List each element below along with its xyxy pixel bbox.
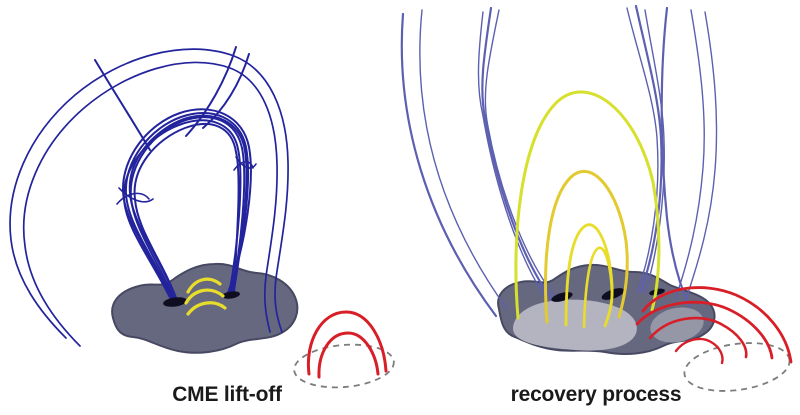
right-panel-group <box>400 4 793 392</box>
field-line <box>133 123 240 304</box>
post-eruption-loops <box>514 90 661 329</box>
field-line <box>121 108 252 302</box>
field-line <box>484 9 558 299</box>
field-line <box>684 11 718 303</box>
field-line <box>128 114 248 302</box>
yellow-loop <box>582 246 614 329</box>
active-region-left <box>111 262 299 354</box>
field-line <box>481 6 554 301</box>
field-line <box>129 116 246 304</box>
arcade-loop <box>186 301 227 316</box>
field-line <box>674 9 705 301</box>
field-line <box>477 11 549 302</box>
field-line <box>122 119 242 305</box>
yellow-loop <box>514 90 661 320</box>
arcade-loop <box>184 288 225 305</box>
field-line <box>9 48 289 339</box>
arcade-loop <box>186 277 222 294</box>
envelope-field-lines <box>9 46 289 347</box>
twist-knot <box>116 192 150 205</box>
red-flux-system <box>635 286 793 365</box>
field-line <box>400 12 498 318</box>
submerged-outline-left <box>293 343 395 389</box>
footpoint-left <box>163 297 187 307</box>
left-panel-group <box>9 46 395 389</box>
left-panel-label: CME lift-off <box>172 383 282 406</box>
footpoint-right <box>222 291 240 299</box>
field-line <box>644 9 665 294</box>
decayed-patch-mid <box>650 307 704 343</box>
red-loop <box>635 300 774 360</box>
decayed-patch-light <box>513 299 637 351</box>
twist-knot <box>235 156 257 169</box>
yellow-loop <box>544 169 629 324</box>
flux-rope-bundle <box>116 108 257 305</box>
red-loop <box>641 286 793 364</box>
field-line <box>626 7 659 294</box>
flare-arcade-loops <box>184 277 227 316</box>
red-loop <box>317 331 380 379</box>
field-line <box>419 9 508 310</box>
red-loop <box>648 316 748 359</box>
field-line <box>660 6 691 308</box>
twist-knot <box>233 161 254 171</box>
red-loop <box>674 337 724 365</box>
field-line <box>202 53 250 129</box>
field-line <box>22 61 278 347</box>
red-loop <box>306 310 388 376</box>
open-field-lines <box>400 4 718 318</box>
right-panel-label: recovery process <box>510 383 682 406</box>
field-line <box>185 46 237 137</box>
field-line <box>124 112 250 303</box>
twist-knot <box>118 187 154 203</box>
emerging-red-loops-left <box>306 310 388 379</box>
